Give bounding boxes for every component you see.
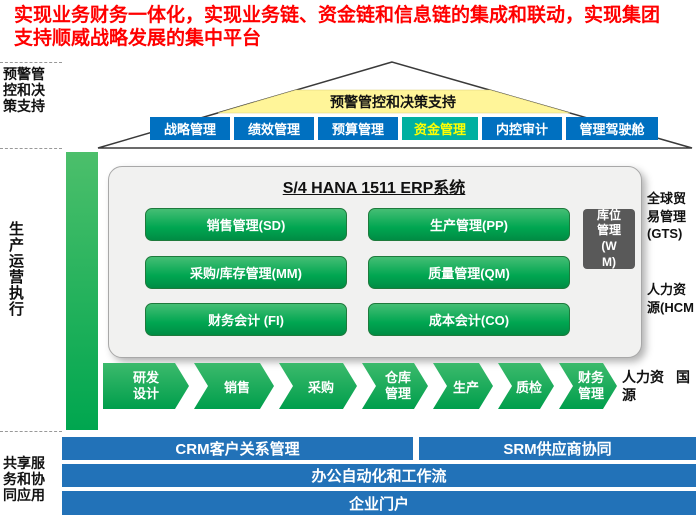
- process-extra-clipped: 国: [676, 369, 690, 385]
- production-green-strip: [66, 152, 98, 430]
- process-step-label: 研发设计: [132, 369, 159, 401]
- process-step-label: 仓库管理: [384, 369, 411, 401]
- wm-label: 库位管理(WM): [596, 207, 621, 269]
- erp-module-mm: 采购/库存管理(MM): [145, 256, 347, 289]
- divider-middle: [0, 148, 62, 149]
- pyramid-button-budget: 预算管理: [318, 117, 398, 140]
- pyramid-triangle: [97, 61, 693, 149]
- headline-line1: 实现业务财务一体化，实现业务链、资金链和信息链的集成和联动，实现集团: [14, 5, 661, 26]
- pyramid-button-strategy: 战略管理: [150, 117, 230, 140]
- pyramid-button-cockpit: 管理驾驶舱: [566, 117, 658, 140]
- portal-bar: 企业门户: [62, 491, 696, 515]
- process-step-finance: 财务管理: [559, 363, 617, 409]
- pyramid-banner-label: 预警管控和决策支持: [330, 94, 456, 110]
- srm-bar: SRM供应商协同: [419, 437, 696, 460]
- process-step-production: 生产: [433, 363, 493, 409]
- oa-workflow-bar: 办公自动化和工作流: [62, 464, 696, 487]
- headline-line2: 支持顺威战略发展的集中平台: [14, 28, 262, 49]
- process-step-warehouse: 仓库管理: [362, 363, 428, 409]
- erp-module-co: 成本会计(CO): [368, 303, 570, 336]
- process-flow-row: 研发设计 销售 采购 仓库管理 生产 质检 财务管理: [103, 363, 617, 409]
- erp-module-qm: 质量管理(QM): [368, 256, 570, 289]
- crm-bar: CRM客户关系管理: [62, 437, 413, 460]
- erp-module-fi: 财务会计 (FI): [145, 303, 347, 336]
- left-label-alert-decision: 预警管控和决策支持: [3, 66, 45, 114]
- pyramid-button-audit: 内控审计: [482, 117, 562, 140]
- headline: 实现业务财务一体化，实现业务链、资金链和信息链的集成和联动，实现集团 支持顺威战…: [14, 4, 696, 50]
- divider-top: [0, 62, 62, 63]
- process-step-procurement: 采购: [279, 363, 357, 409]
- process-step-label: 生产: [452, 379, 479, 395]
- wm-box: 库位管理(WM): [583, 207, 635, 269]
- process-step-qc: 质检: [498, 363, 554, 409]
- process-step-label: 质检: [515, 379, 542, 395]
- process-step-label: 销售: [223, 379, 250, 395]
- process-extra-hr: 人力资源: [622, 369, 664, 404]
- divider-bottom: [0, 431, 62, 432]
- pyramid-button-performance: 绩效管理: [234, 117, 314, 140]
- erp-module-sd: 销售管理(SD): [145, 208, 347, 241]
- left-label-shared-services: 共享服务和协同应用: [3, 455, 45, 503]
- note-hcm: 人力资源(HCM: [647, 282, 694, 315]
- process-step-sales: 销售: [194, 363, 274, 409]
- note-gts: 全球贸易管理(GTS): [647, 191, 687, 242]
- pyramid-button-funds: 资金管理: [402, 117, 478, 140]
- erp-module-pp: 生产管理(PP): [368, 208, 570, 241]
- erp-title: S/4 HANA 1511 ERP系统: [282, 180, 466, 197]
- left-label-production-execution: 生产运营执行: [9, 221, 25, 318]
- process-step-label: 采购: [307, 379, 334, 395]
- yellow-banner-band: [217, 89, 571, 114]
- process-step-label: 财务管理: [577, 369, 604, 401]
- pyramid-button-row: 战略管理 绩效管理 预算管理 资金管理 内控审计 管理驾驶舱: [150, 117, 658, 140]
- process-step-rd-design: 研发设计: [103, 363, 189, 409]
